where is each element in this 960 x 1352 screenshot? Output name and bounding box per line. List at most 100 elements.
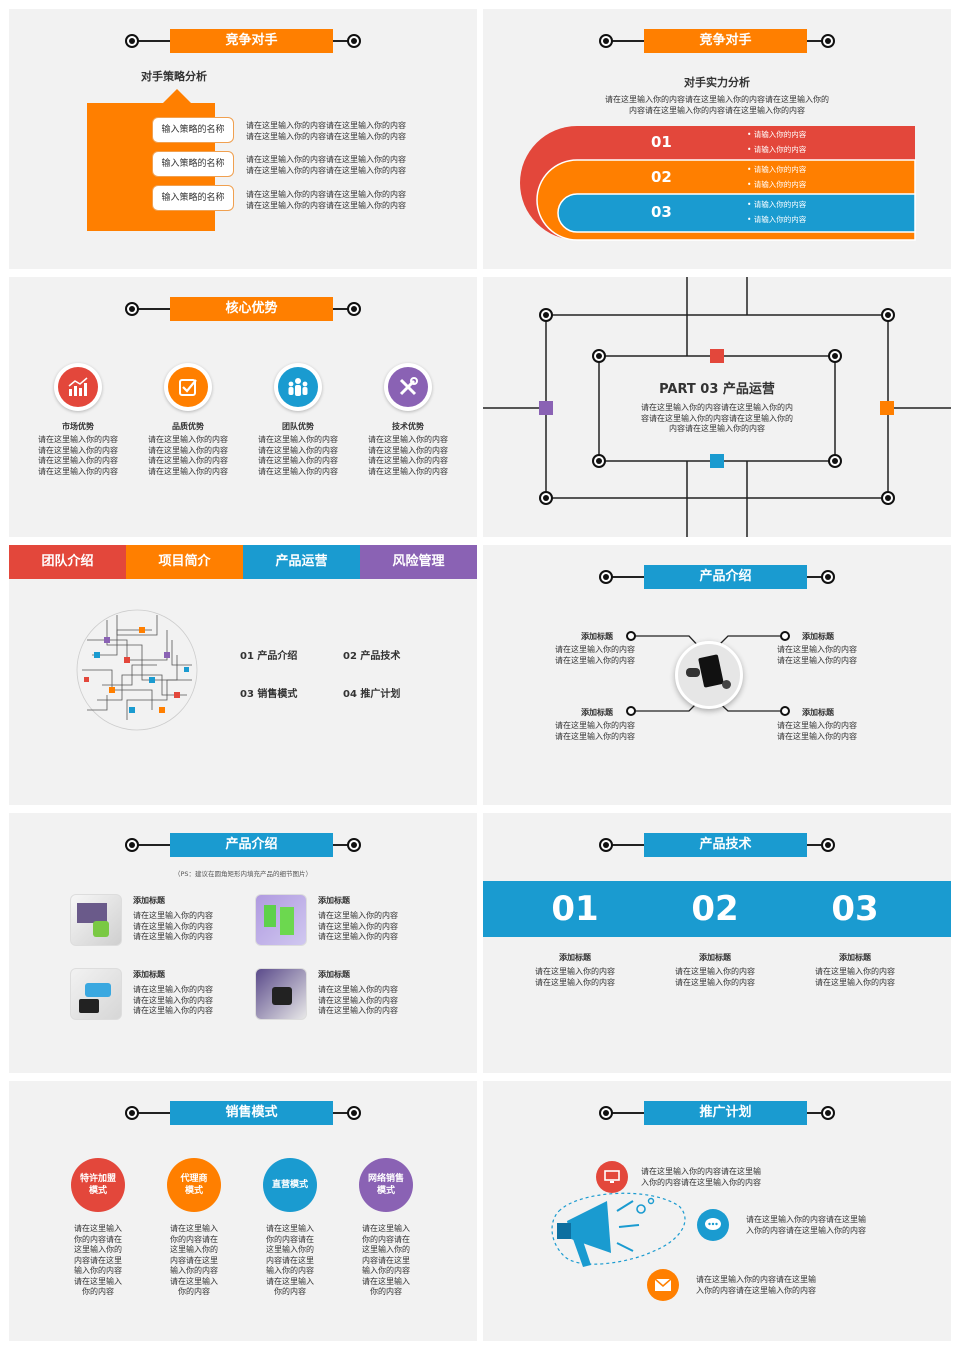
advantage-text: 请在这里输入你的内容 请在这里输入你的内容 请在这里输入你的内容 请在这里输入你… xyxy=(258,435,338,476)
product-thumb xyxy=(70,968,122,1020)
band-number: 01 xyxy=(651,133,672,151)
numbers-banner xyxy=(483,881,951,937)
sales-circle-online xyxy=(359,1158,413,1212)
menu-item-product-tech[interactable]: 02 产品技术 xyxy=(343,651,401,662)
strategy-name-box: 输入策略的名称 xyxy=(152,151,234,177)
product-photo-circle xyxy=(675,641,743,709)
feature-text: 请在这里输入你的内容 请在这里输入你的内容 xyxy=(555,721,635,741)
advantage-icon-circle xyxy=(274,363,322,411)
header-label: 竞争对手 xyxy=(170,29,333,53)
band-bullet: • 请输入你的内容 xyxy=(747,145,807,154)
red-square-marker xyxy=(710,349,724,363)
team-icon xyxy=(288,378,308,396)
tab-product-operations[interactable]: 产品运营 xyxy=(243,545,360,579)
product-text: 请在这里输入你的内容 请在这里输入你的内容 请在这里输入你的内容 xyxy=(318,985,398,1015)
slide-header: 产品介绍 xyxy=(125,833,361,857)
menu-item-product-intro[interactable]: 01 产品介绍 xyxy=(240,651,298,662)
tech-title: 添加标题 xyxy=(699,953,731,962)
circuit-node xyxy=(539,308,553,322)
tech-number: 01 xyxy=(551,889,599,929)
advantage-text: 请在这里输入你的内容 请在这里输入你的内容 请在这里输入你的内容 请在这里输入你… xyxy=(38,435,118,476)
strategy-desc: 请在这里输入你的内容请在这里输入你的内容 请在这里输入你的内容请在这里输入你的内… xyxy=(246,190,406,210)
hub-connector-lines xyxy=(626,631,790,716)
advantage-text: 请在这里输入你的内容 请在这里输入你的内容 请在这里输入你的内容 请在这里输入你… xyxy=(148,435,228,476)
purple-square-marker xyxy=(539,401,553,415)
band-bullet: • 请输入你的内容 xyxy=(747,200,807,209)
strategy-name-box: 输入策略的名称 xyxy=(152,117,234,143)
menu-item-sales-model[interactable]: 03 销售模式 xyxy=(240,689,298,700)
advantage-title: 市场优势 xyxy=(62,422,94,431)
slide-product-intro-grid: 产品介绍 （PS：建议在圆角矩形内填充产品的细节图片） 添加标题 请在这里输入你… xyxy=(9,813,477,1073)
sales-text: 请在这里输入 你的内容请在 这里输入你的 内容请在这里 输入你的内容 请在这里输… xyxy=(266,1224,314,1296)
slide-sales-model: 销售模式 特许加盟 模式 请在这里输入 你的内容请在 这里输入你的 内容请在这里… xyxy=(9,1081,477,1341)
strategy-title: 对手策略分析 xyxy=(141,70,207,83)
sales-label: 直营模式 xyxy=(271,1180,308,1190)
feature-title: 添加标题 xyxy=(581,632,613,641)
band-bullet: • 请输入你的内容 xyxy=(747,180,807,189)
header-label: 竞争对手 xyxy=(644,29,807,53)
network-globe-graphic xyxy=(76,609,198,731)
tab-team-intro[interactable]: 团队介绍 xyxy=(9,545,126,579)
slide-operations-menu: 团队介绍 项目简介 产品运营 风险管理 01 产品介绍 02 产品技术 03 销… xyxy=(9,545,477,805)
band-number: 02 xyxy=(651,168,672,186)
band-bullet: • 请输入你的内容 xyxy=(747,165,807,174)
header-label: 核心优势 xyxy=(170,297,333,321)
photo-note: （PS：建议在圆角矩形内填充产品的细节图片） xyxy=(173,870,313,878)
slide-competitor-strength: 竞争对手 对手实力分析 请在这里输入你的内容请在这里输入你的内容请在这里输入你的… xyxy=(483,9,951,269)
advantage-icon-circle xyxy=(54,363,102,411)
feature-text: 请在这里输入你的内容 请在这里输入你的内容 xyxy=(777,645,857,665)
strength-title: 对手实力分析 xyxy=(684,76,750,89)
strategy-desc: 请在这里输入你的内容请在这里输入你的内容 请在这里输入你的内容请在这里输入你的内… xyxy=(246,121,406,141)
blue-square-marker xyxy=(710,454,724,468)
tools-icon xyxy=(399,377,418,396)
header-label: 产品技术 xyxy=(644,833,807,857)
layered-arc-bands xyxy=(520,126,916,241)
slide-header: 核心优势 xyxy=(125,297,361,321)
circuit-node xyxy=(881,491,895,505)
product-text: 请在这里输入你的内容 请在这里输入你的内容 请在这里输入你的内容 xyxy=(133,911,213,941)
tech-text: 请在这里输入你的内容 请在这里输入你的内容 xyxy=(535,967,615,987)
sales-label: 特许加盟 模式 xyxy=(79,1174,116,1196)
sales-label: 网络销售 模式 xyxy=(367,1174,404,1196)
megaphone-illustration xyxy=(551,1192,686,1267)
slide-header: 产品技术 xyxy=(599,833,835,857)
menu-item-promotion-plan[interactable]: 04 推广计划 xyxy=(343,689,401,700)
advantage-icon-circle xyxy=(164,363,212,411)
strategy-desc: 请在这里输入你的内容请在这里输入你的内容 请在这里输入你的内容请在这里输入你的内… xyxy=(246,155,406,175)
product-title: 添加标题 xyxy=(318,896,350,905)
feature-title: 添加标题 xyxy=(581,708,613,717)
slide-promotion-plan: 推广计划 请在这里输入你的内容请在这里输 入你的内容请在这里输入你的内容 请在这… xyxy=(483,1081,951,1341)
tech-text: 请在这里输入你的内容 请在这里输入你的内容 xyxy=(675,967,755,987)
circuit-node xyxy=(592,454,606,468)
sales-circle-agent xyxy=(167,1158,221,1212)
header-label: 推广计划 xyxy=(644,1101,807,1125)
tab-risk-management[interactable]: 风险管理 xyxy=(360,545,477,579)
header-label: 销售模式 xyxy=(170,1101,333,1125)
promo-text: 请在这里输入你的内容请在这里输 入你的内容请在这里输入你的内容 xyxy=(641,1167,761,1187)
sales-text: 请在这里输入 你的内容请在 这里输入你的 内容请在这里 输入你的内容 请在这里输… xyxy=(362,1224,410,1296)
checkbox-icon xyxy=(179,379,197,396)
section-text: 请在这里输入你的内容请在这里输入你的内 容请在这里输入你的内容请在这里输入你的 … xyxy=(641,403,793,433)
strength-subtitle: 请在这里输入你的内容请在这里输入你的内容请在这里输入你的 内容请在这里输入你的内… xyxy=(605,95,829,115)
header-label: 产品介绍 xyxy=(644,565,807,589)
slide-header: 竞争对手 xyxy=(599,29,835,53)
feature-text: 请在这里输入你的内容 请在这里输入你的内容 xyxy=(555,645,635,665)
circuit-node xyxy=(828,454,842,468)
promo-text: 请在这里输入你的内容请在这里输 入你的内容请在这里输入你的内容 xyxy=(696,1275,816,1295)
feature-text: 请在这里输入你的内容 请在这里输入你的内容 xyxy=(777,721,857,741)
advantage-title: 品质优势 xyxy=(172,422,204,431)
sales-label: 代理商 模式 xyxy=(180,1174,208,1196)
feature-title: 添加标题 xyxy=(802,708,834,717)
tech-text: 请在这里输入你的内容 请在这里输入你的内容 xyxy=(815,967,895,987)
advantage-title: 团队优势 xyxy=(282,422,314,431)
circuit-node xyxy=(592,349,606,363)
advantage-icon-circle xyxy=(384,363,432,411)
sales-circle-franchise xyxy=(71,1158,125,1212)
product-text: 请在这里输入你的内容 请在这里输入你的内容 请在这里输入你的内容 xyxy=(318,911,398,941)
sales-text: 请在这里输入 你的内容请在 这里输入你的 内容请在这里 输入你的内容 请在这里输… xyxy=(74,1224,122,1296)
tab-project-intro[interactable]: 项目简介 xyxy=(126,545,243,579)
slide-product-intro-hub: 产品介绍 添加标题 请在这里输入你的内容 请在这里输入你的内容 添加标题 请在这… xyxy=(483,545,951,805)
product-title: 添加标题 xyxy=(318,970,350,979)
slide-product-tech: 产品技术 01 02 03 添加标题 请在这里输入你的内容 请在这里输入你的内容… xyxy=(483,813,951,1073)
orange-square-marker xyxy=(880,401,894,415)
